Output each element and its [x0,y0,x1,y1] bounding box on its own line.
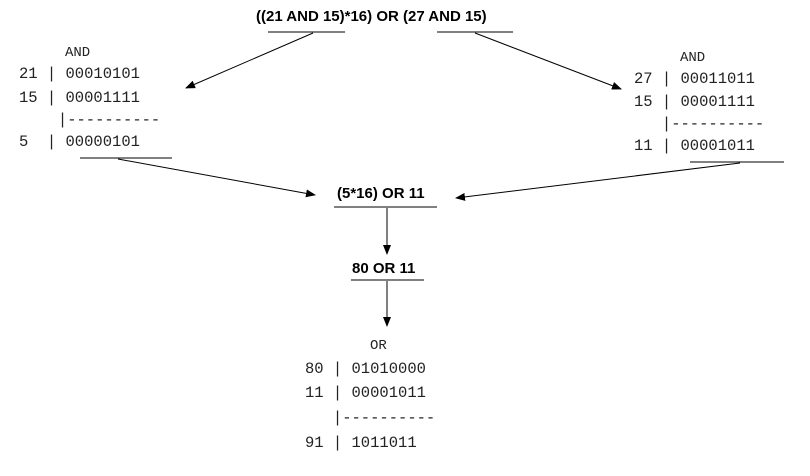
bottom-row-2: |---------- [305,409,436,427]
step2-label: 80 OR 11 [352,260,416,277]
expression-label: ((21 AND 15)*16) OR (27 AND 15) [256,8,487,25]
right-op-label: AND [680,50,706,66]
left-row-2: |---------- [30,111,161,129]
right-row-2: |---------- [634,115,765,133]
right-row-3: 11 | 00001011 [634,137,755,155]
right-row-0: 27 | 00011011 [634,70,755,88]
left-row-0: 21 | 00010101 [19,65,140,83]
right-row-1: 15 | 00001111 [634,93,755,111]
arrow-expr-to-right [474,32,622,90]
bottom-row-0: 80 | 01010000 [305,360,426,378]
left-op-label: AND [65,45,91,61]
arrow-left-to-step1 [117,158,316,198]
bottom-row-1: 11 | 00001011 [305,384,426,402]
left-row-3: 5 | 00000101 [19,133,140,151]
step1-label: (5*16) OR 11 [337,185,425,202]
bottom-row-3: 91 | 1011011 [305,434,417,452]
arrow-right-to-step1 [455,162,741,201]
left-row-1: 15 | 00001111 [19,89,140,107]
bottom-op-label: OR [370,338,387,354]
arrow-expr-to-left [185,32,314,89]
